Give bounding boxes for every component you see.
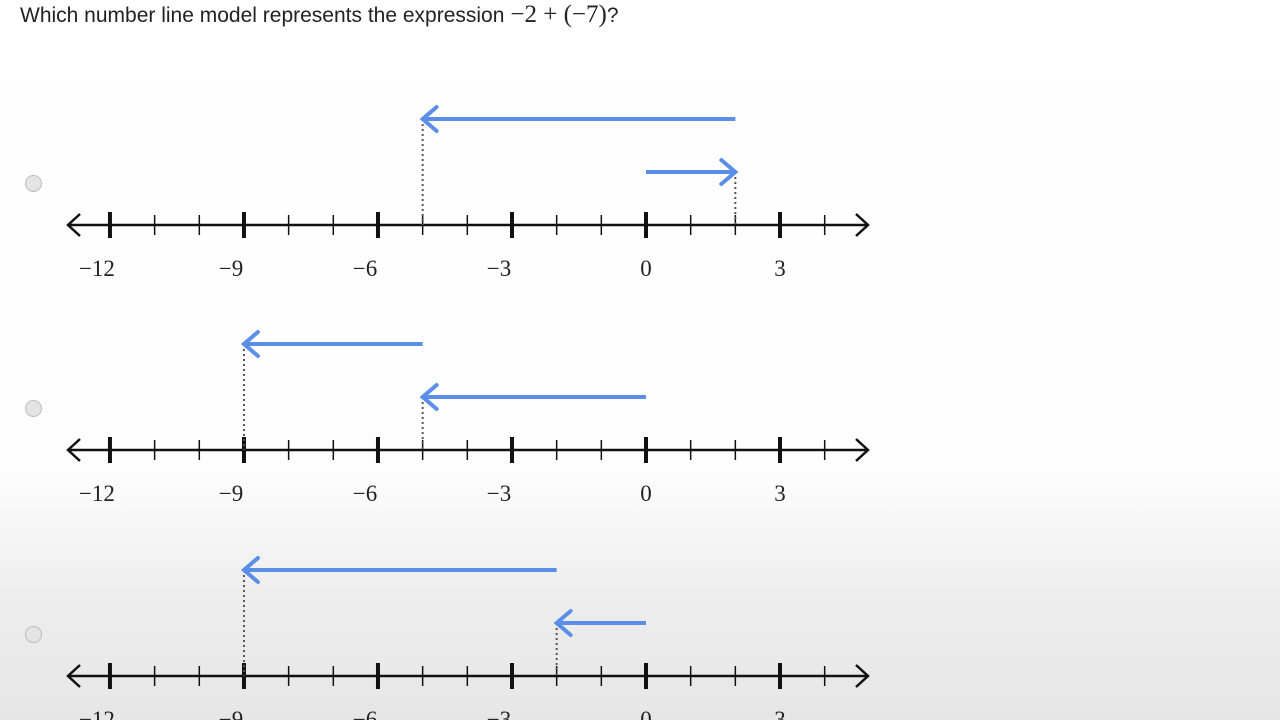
- number-line-option-2: −12 −9 −6 −3 0 3: [66, 330, 870, 506]
- question-mark: ?: [606, 4, 619, 27]
- jump-arrowhead: [240, 556, 260, 584]
- option-1-radio[interactable]: [25, 175, 42, 192]
- tick-label: −12: [79, 707, 115, 720]
- axis-left-arrowhead: [66, 438, 81, 462]
- number-line-option-1: −12 −9 −6 −3 0 3: [66, 105, 870, 281]
- tick-label: 0: [640, 481, 652, 506]
- tick-label: −12: [79, 481, 115, 506]
- jump-arrowhead: [553, 609, 573, 637]
- tick-label: −9: [219, 481, 243, 506]
- jump-arrowhead: [719, 158, 739, 186]
- tick-label: −12: [79, 256, 115, 281]
- question-text: Which number line model represents the e…: [20, 1, 619, 29]
- axis-left-arrowhead: [66, 213, 81, 237]
- option-2-radio[interactable]: [25, 400, 42, 417]
- tick-label: −3: [487, 707, 511, 720]
- axis-right-arrowhead: [855, 664, 870, 688]
- tick-label: −9: [219, 707, 243, 720]
- axis-right-arrowhead: [855, 438, 870, 462]
- tick-label: 3: [774, 481, 786, 506]
- tick-label: −6: [353, 481, 377, 506]
- question-expression: −2 + (−7): [510, 1, 607, 28]
- axis-left-arrowhead: [66, 664, 81, 688]
- number-line-option-3: −12 −9 −6 −3 0 3: [66, 556, 870, 720]
- question-prompt: Which number line model represents the e…: [20, 4, 505, 27]
- jump-arrowhead: [419, 383, 439, 411]
- tick-label: −6: [353, 707, 377, 720]
- option-3-radio[interactable]: [25, 626, 42, 643]
- tick-label: 3: [774, 256, 786, 281]
- jump-arrowhead: [419, 105, 439, 133]
- tick-label: 3: [774, 707, 786, 720]
- jump-arrowhead: [240, 330, 260, 358]
- tick-label: −9: [219, 256, 243, 281]
- tick-label: −3: [487, 481, 511, 506]
- axis-right-arrowhead: [855, 213, 870, 237]
- tick-label: 0: [640, 707, 652, 720]
- tick-label: −3: [487, 256, 511, 281]
- tick-label: −6: [353, 256, 377, 281]
- tick-label: 0: [640, 256, 652, 281]
